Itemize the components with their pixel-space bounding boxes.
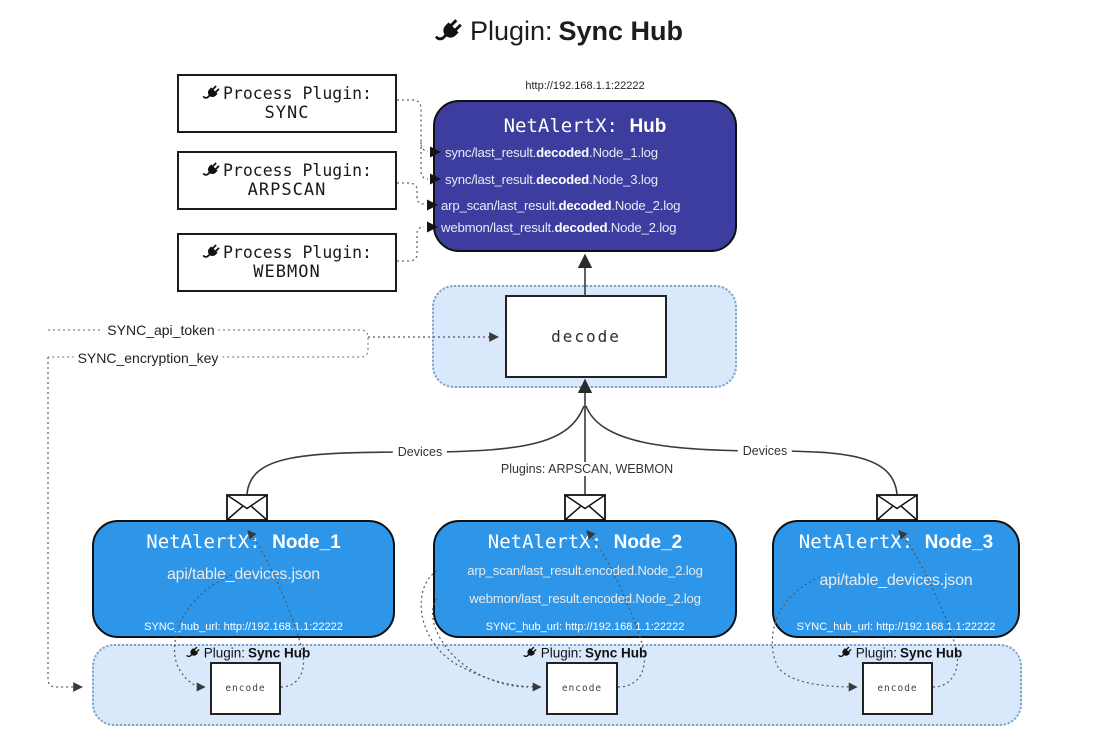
- node1-box: NetAlertX: Node_1 api/table_devices.json…: [92, 520, 395, 638]
- title-prefix: Plugin:: [469, 16, 553, 46]
- strip-plugin-label: Plugin: Sync Hub: [838, 646, 962, 661]
- envelope-icon: [226, 494, 268, 521]
- process-plugin-webmon-box: Process Plugin: WEBMON: [177, 233, 397, 292]
- node2-hub-url: SYNC_hub_url: http://192.168.1.1:22222: [485, 621, 685, 633]
- edge-arpscan-to-hub: [397, 182, 425, 205]
- envelope-icon: [564, 494, 606, 521]
- page-title: Plugin: Sync Hub: [0, 16, 1117, 47]
- plug-icon: [186, 646, 201, 661]
- process-plugin-label: Process Plugin:: [222, 84, 372, 103]
- edge-sync-to-hub2: [420, 142, 429, 180]
- edge-label-devices-left: Devices: [392, 445, 448, 459]
- encode-box-node1: encode: [210, 662, 281, 715]
- sync-api-token-label: SYNC_api_token: [103, 322, 219, 338]
- process-plugin-name: ARPSCAN: [247, 180, 327, 200]
- node3-box: NetAlertX: Node_3 api/table_devices.json…: [772, 520, 1020, 638]
- hub-log-line: arp_scan/last_result.decoded.Node_2.log: [441, 198, 681, 213]
- node2-file: webmon/last_result.encoded.Node_2.log: [469, 591, 701, 606]
- edge-webmon-to-hub: [397, 226, 425, 262]
- process-plugin-name: SYNC: [264, 103, 310, 123]
- node1-file: api/table_devices.json: [166, 566, 321, 583]
- plug-icon: [838, 646, 853, 661]
- node3-title: NetAlertX: Node_3: [798, 531, 994, 553]
- edge-label-devices-right: Devices: [737, 444, 793, 458]
- edge-key-to-strip: [47, 357, 83, 692]
- process-plugin-arpscan-box: Process Plugin: ARPSCAN: [177, 151, 397, 210]
- title-bold: Sync Hub: [558, 16, 684, 46]
- node1-hub-url: SYNC_hub_url: http://192.168.1.1:22222: [144, 621, 343, 633]
- strip-plugin-label: Plugin: Sync Hub: [186, 646, 310, 661]
- plug-icon: [202, 84, 221, 103]
- decode-box: decode: [505, 295, 667, 378]
- hub-log-line: sync/last_result.decoded.Node_3.log: [445, 172, 658, 187]
- sync-encryption-key-label: SYNC_encryption_key: [73, 350, 223, 366]
- process-plugin-sync-box: Process Plugin: SYNC: [177, 74, 397, 133]
- hub-url: http://192.168.1.1:22222: [525, 80, 645, 92]
- plug-icon: [202, 161, 221, 180]
- process-plugin-name: WEBMON: [253, 262, 321, 282]
- node2-file: arp_scan/last_result.encoded.Node_2.log: [467, 563, 703, 578]
- node3-hub-url: SYNC_hub_url: http://192.168.1.1:22222: [796, 621, 996, 633]
- node2-title: NetAlertX: Node_2: [487, 531, 683, 553]
- hub-box: NetAlertX: Hub sync/last_result.decoded.…: [433, 100, 737, 252]
- strip-plugin-label: Plugin: Sync Hub: [523, 646, 647, 661]
- node3-file: api/table_devices.json: [819, 572, 973, 589]
- envelope-icon: [876, 494, 918, 521]
- plug-icon: [202, 243, 221, 262]
- plug-icon: [523, 646, 538, 661]
- plug-icon: [434, 17, 464, 47]
- node2-box: NetAlertX: Node_2 arp_scan/last_result.e…: [433, 520, 737, 638]
- encode-box-node3: encode: [862, 662, 933, 715]
- encode-box-node2: encode: [546, 662, 618, 715]
- hub-log-line: sync/last_result.decoded.Node_1.log: [445, 145, 658, 160]
- process-plugin-label: Process Plugin:: [222, 161, 372, 180]
- edge-label-plugins: Plugins: ARPSCAN, WEBMON: [495, 462, 679, 476]
- process-plugin-label: Process Plugin:: [222, 243, 372, 262]
- edge-sync-to-hub1: [397, 99, 429, 152]
- hub-log-line: webmon/last_result.decoded.Node_2.log: [441, 220, 677, 235]
- node1-title: NetAlertX: Node_1: [146, 531, 341, 553]
- hub-title: NetAlertX: Hub: [503, 115, 667, 137]
